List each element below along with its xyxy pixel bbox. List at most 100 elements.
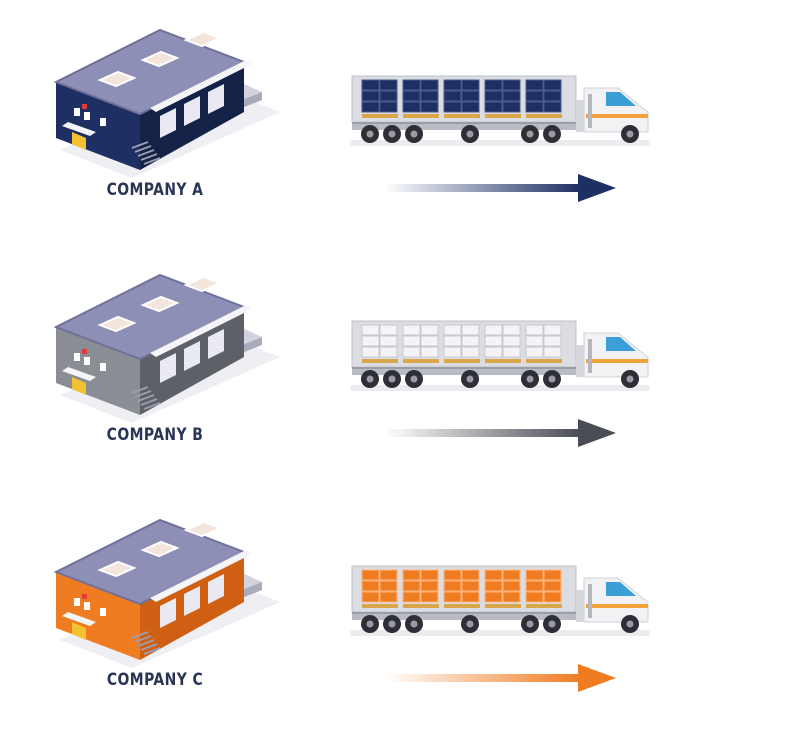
cargo-crate — [379, 90, 398, 102]
cargo-crate — [420, 580, 439, 592]
stair-step — [134, 390, 152, 398]
exhaust-stack — [588, 94, 592, 128]
cargo-crate — [461, 335, 480, 347]
cargo-crate — [484, 101, 503, 113]
pallet — [403, 114, 439, 118]
entrance-awning — [62, 612, 96, 626]
entrance-awning — [62, 122, 96, 136]
window — [84, 357, 90, 365]
cargo-crate — [525, 580, 544, 592]
stair-step — [143, 402, 161, 410]
cargo-crate — [525, 101, 544, 113]
stair-step — [131, 386, 149, 394]
cargo-crate — [484, 324, 503, 336]
wheel-hub — [526, 375, 534, 383]
skylight — [97, 560, 137, 578]
cargo-crate — [502, 580, 521, 592]
cargo-crate — [525, 324, 544, 336]
cargo-crate — [420, 90, 439, 102]
cab-window — [606, 92, 636, 106]
cab-window — [606, 582, 636, 596]
cargo-crate — [402, 569, 421, 581]
cargo-crate — [543, 90, 562, 102]
cargo-crate — [461, 79, 480, 91]
direction-arrow-b — [385, 419, 616, 447]
skylight — [140, 295, 180, 313]
cargo-crate — [379, 79, 398, 91]
cargo-crate — [484, 79, 503, 91]
cargo-crate — [402, 101, 421, 113]
window — [84, 602, 90, 610]
entrance-door — [72, 622, 86, 640]
entrance-door — [72, 377, 86, 395]
cargo-crate — [484, 591, 503, 603]
dock-door — [160, 108, 176, 138]
window — [74, 353, 80, 361]
dock-door — [160, 353, 176, 383]
cargo-crate — [443, 569, 462, 581]
stair-step — [131, 631, 149, 639]
cargo-crate — [361, 591, 380, 603]
cargo-crate — [443, 101, 462, 113]
cargo-crate — [502, 346, 521, 358]
entrance-door — [72, 132, 86, 150]
company-label-b: COMPANY B — [106, 425, 204, 445]
cargo-crate — [420, 101, 439, 113]
cargo-crate — [443, 335, 462, 347]
cargo-crate — [402, 580, 421, 592]
cargo-crate — [379, 335, 398, 347]
skylight — [183, 520, 223, 538]
cargo-crate — [420, 79, 439, 91]
company-row-c: COMPANY C — [0, 490, 800, 735]
cargo-crate — [502, 591, 521, 603]
cargo-crate — [379, 591, 398, 603]
cargo-crate — [443, 324, 462, 336]
cargo-crate — [543, 335, 562, 347]
wheel-hub — [548, 130, 556, 138]
warehouse-front-wall — [56, 572, 140, 660]
stair-step — [134, 635, 152, 643]
cargo-crate — [420, 569, 439, 581]
wheel-hub — [366, 620, 374, 628]
cargo-crate — [361, 335, 380, 347]
pallet — [403, 359, 439, 363]
cargo-crate — [525, 346, 544, 358]
wheel-hub — [526, 130, 534, 138]
cargo-crate — [525, 569, 544, 581]
cargo-crate — [420, 346, 439, 358]
dock-door — [208, 329, 224, 359]
cargo-crate — [484, 569, 503, 581]
cab-connector — [576, 590, 584, 622]
cargo-crate — [379, 346, 398, 358]
arrow-shaft — [385, 674, 580, 682]
truck-a — [350, 75, 650, 146]
cargo-crate — [402, 335, 421, 347]
warehouse-c — [53, 518, 280, 668]
cargo-crate — [443, 90, 462, 102]
skylight — [97, 315, 137, 333]
cargo-crate — [525, 90, 544, 102]
truck-shadow — [350, 140, 650, 146]
entrance-awning — [62, 367, 96, 381]
wheel-hub — [410, 620, 418, 628]
skylight — [183, 30, 223, 48]
pallet — [526, 359, 562, 363]
arrow-head — [578, 664, 616, 692]
cargo-crate — [502, 90, 521, 102]
wheel-hub — [548, 375, 556, 383]
cargo-crate — [402, 346, 421, 358]
pallet — [444, 359, 480, 363]
company-row-b: COMPANY B — [0, 245, 800, 490]
cargo-crate — [420, 591, 439, 603]
wheel-hub — [466, 375, 474, 383]
cargo-crate — [461, 580, 480, 592]
cargo-crate — [461, 569, 480, 581]
pallet — [485, 604, 521, 608]
window — [74, 598, 80, 606]
cargo-crate — [461, 591, 480, 603]
cargo-crate — [379, 324, 398, 336]
warehouse-b — [53, 273, 280, 423]
cargo-crate — [402, 324, 421, 336]
wheel-hub — [366, 130, 374, 138]
